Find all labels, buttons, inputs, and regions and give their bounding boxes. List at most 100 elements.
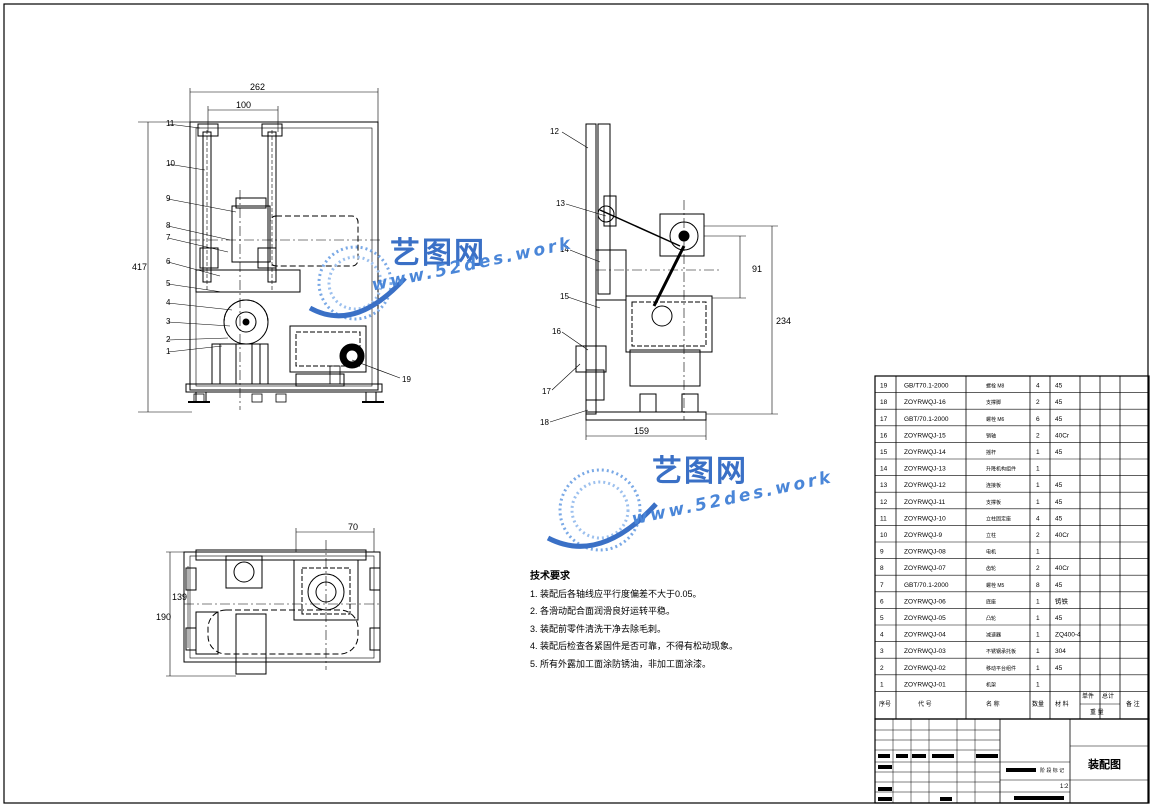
bom-cell-name: 支撑脚 bbox=[986, 399, 1001, 406]
bom-cell-code: GBT/70.1-2000 bbox=[904, 416, 949, 423]
bom-cell-no: 4 bbox=[880, 632, 884, 639]
bom-cell-no: 15 bbox=[880, 449, 888, 456]
bom-cell-no: 10 bbox=[880, 532, 888, 539]
bom-cell-code: ZOYRWQJ-15 bbox=[904, 432, 946, 439]
bom-cell-qty: 1 bbox=[1036, 681, 1040, 688]
balloon-5: 5 bbox=[166, 279, 171, 288]
dim-side-234: 234 bbox=[776, 316, 791, 326]
bom-cell-name: 连接板 bbox=[986, 482, 1001, 489]
balloon-7: 7 bbox=[166, 233, 171, 242]
bom-table-grid bbox=[874, 375, 1150, 720]
bom-cell-code: ZOYRWQJ-9 bbox=[904, 532, 943, 539]
front-view bbox=[185, 121, 384, 410]
bom-head-remark: 备 注 bbox=[1126, 700, 1140, 708]
bom-cell-material: 45 bbox=[1055, 416, 1063, 423]
bom-cell-name: 立柱 bbox=[986, 532, 996, 539]
bom-cell-no: 7 bbox=[880, 582, 884, 589]
bom-cell-code: GBT/70.1-2000 bbox=[904, 582, 949, 589]
bom-cell-qty: 1 bbox=[1036, 449, 1040, 456]
sheet-border bbox=[3, 3, 1149, 804]
bom-cell-material: 45 bbox=[1055, 383, 1063, 390]
bom-cell-code: ZOYRWQJ-14 bbox=[904, 449, 946, 456]
technical-requirements: 技术要求 1. 装配后各轴线应平行度偏差不大于0.05。 2. 各滑动配合面润滑… bbox=[530, 568, 738, 673]
bom-cell-code: ZOYRWQJ-16 bbox=[904, 399, 946, 406]
bom-cell-qty: 1 bbox=[1036, 466, 1040, 473]
plan-dimensions bbox=[166, 528, 375, 677]
balloon-8: 8 bbox=[166, 221, 171, 230]
bom-cell-name: 不锈钢承托板 bbox=[986, 648, 1016, 655]
side-balloons: 12 13 14 15 16 17 18 bbox=[540, 127, 569, 427]
bom-cell-material: 45 bbox=[1055, 449, 1063, 456]
bom-cell-code: GB/T70.1-2000 bbox=[904, 383, 949, 390]
balloon-13: 13 bbox=[556, 199, 565, 208]
balloon-18: 18 bbox=[540, 418, 549, 427]
bom-cell-no: 17 bbox=[880, 416, 888, 423]
bom-cell-qty: 1 bbox=[1036, 598, 1040, 605]
bom-cell-code: ZOYRWQJ-02 bbox=[904, 665, 946, 672]
dim-front-width: 262 bbox=[250, 82, 265, 92]
drawing-title: 装配图 bbox=[1087, 757, 1121, 771]
bom-cell-material: 45 bbox=[1055, 515, 1063, 522]
bom-cell-no: 12 bbox=[880, 499, 888, 506]
bom-cell-code: ZOYRWQJ-06 bbox=[904, 598, 946, 605]
plan-view bbox=[183, 540, 381, 675]
bom-head-weight: 重 量 bbox=[1090, 708, 1104, 716]
balloon-14: 14 bbox=[560, 245, 569, 254]
balloon-9: 9 bbox=[166, 194, 171, 203]
bom-cell-material: 40Cr bbox=[1055, 432, 1070, 439]
bom-cell-name: 螺栓 M8 bbox=[986, 383, 1005, 390]
bom-cell-qty: 1 bbox=[1036, 632, 1040, 639]
title-block-scale-labels: 阶 段 标 记 bbox=[1040, 767, 1064, 774]
bom-cell-material: 45 bbox=[1055, 582, 1063, 589]
bom-cell-code: ZOYRWQJ-11 bbox=[904, 499, 946, 506]
balloon-15: 15 bbox=[560, 292, 569, 301]
bom-cell-code: ZOYRWQJ-03 bbox=[904, 648, 946, 655]
bom-cell-material: 45 bbox=[1055, 665, 1063, 672]
balloon-12: 12 bbox=[550, 127, 559, 136]
bom-cell-qty: 1 bbox=[1036, 549, 1040, 556]
bom-row: 7 GBT/70.1-2000 螺栓 M5 8 45 bbox=[880, 582, 1063, 589]
bom-cell-name: 螺栓 M5 bbox=[986, 582, 1005, 589]
bom-cell-qty: 4 bbox=[1036, 515, 1040, 522]
bom-cell-name: 立柱固定座 bbox=[986, 515, 1011, 522]
balloon-4: 4 bbox=[166, 298, 171, 307]
dim-side-91: 91 bbox=[752, 264, 762, 274]
bom-cell-name: 底座 bbox=[986, 598, 996, 605]
title-block-scale: 1:2 bbox=[1060, 784, 1069, 790]
bom-cell-code: ZOYRWQJ-13 bbox=[904, 466, 946, 473]
bom-cell-name: 电机 bbox=[986, 549, 996, 556]
bom-cell-code: ZOYRWQJ-01 bbox=[904, 681, 946, 688]
bom-cell-qty: 1 bbox=[1036, 665, 1040, 672]
bom-cell-qty: 2 bbox=[1036, 565, 1040, 572]
bom-cell-name: 齿轮 bbox=[986, 565, 996, 572]
bom-cell-qty: 8 bbox=[1036, 582, 1040, 589]
bom-cell-no: 14 bbox=[880, 466, 888, 473]
bom-cell-qty: 2 bbox=[1036, 399, 1040, 406]
bom-cell-no: 3 bbox=[880, 648, 884, 655]
balloon-11: 11 bbox=[166, 119, 175, 128]
bom-head-total: 总计 bbox=[1102, 692, 1114, 700]
balloon-6: 6 bbox=[166, 257, 171, 266]
front-dimensions bbox=[138, 88, 379, 413]
side-view bbox=[575, 123, 720, 421]
bom-cell-material: 45 bbox=[1055, 482, 1063, 489]
balloon-17: 17 bbox=[542, 387, 551, 396]
bom-cell-qty: 1 bbox=[1036, 499, 1040, 506]
bom-cell-material: 铸铁 bbox=[1055, 596, 1069, 605]
bom-cell-code: ZOYRWQJ-12 bbox=[904, 482, 946, 489]
balloon-10: 10 bbox=[166, 159, 175, 168]
bom-cell-material: 45 bbox=[1055, 499, 1063, 506]
bom-cell-qty: 1 bbox=[1036, 648, 1040, 655]
